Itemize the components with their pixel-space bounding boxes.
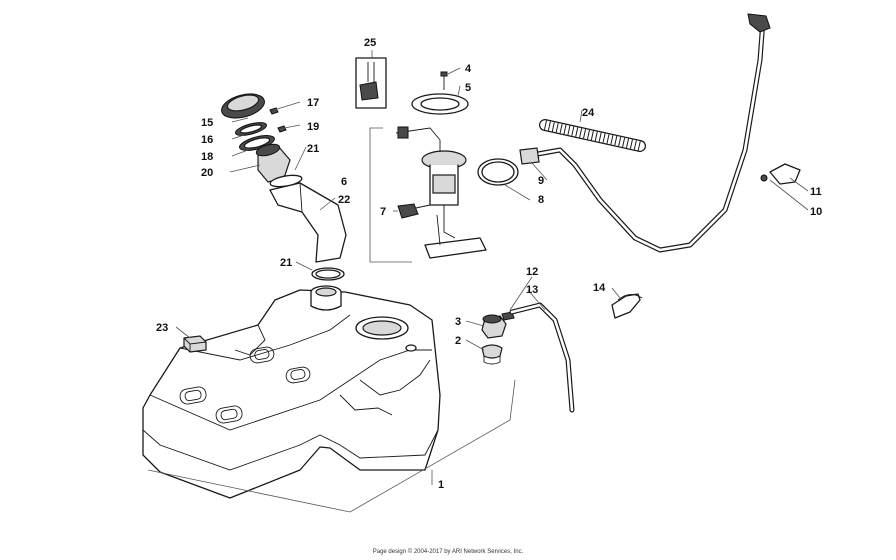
callout-6: 6: [341, 176, 347, 188]
grommet-part-23: [183, 335, 207, 353]
fuel-pump-assembly: [355, 57, 519, 263]
callout-10: 10: [810, 206, 822, 218]
callout-1: 1: [438, 479, 444, 491]
callout-9: 9: [538, 175, 544, 187]
callout-19: 19: [307, 121, 319, 133]
callout-3: 3: [455, 316, 461, 328]
fuel-lines: [519, 13, 801, 253]
callout-11: 11: [810, 186, 822, 198]
fuel-tank: [142, 285, 441, 499]
callout-13: 13: [526, 284, 538, 296]
callout-14: 14: [593, 282, 606, 294]
callout-23: 23: [156, 322, 168, 334]
callout-25: 25: [364, 37, 376, 49]
callout-18: 18: [201, 151, 213, 163]
callouts: 1 2 3 4 5 6 7 8 9 10 11 12 13 14 15 16 1…: [156, 37, 822, 491]
callout-2: 2: [455, 335, 461, 347]
callout-12: 12: [526, 266, 538, 278]
fuel-cap-assembly: [221, 93, 347, 281]
callout-8: 8: [538, 194, 544, 206]
callout-7: 7: [380, 206, 386, 218]
callout-5: 5: [465, 82, 471, 94]
callout-20: 20: [201, 167, 213, 179]
callout-4: 4: [465, 63, 472, 75]
callout-24: 24: [582, 107, 595, 119]
vent-assembly: [481, 293, 643, 413]
callout-16: 16: [201, 134, 213, 146]
callout-21-upper: 21: [307, 143, 319, 155]
copyright-footer: Page design © 2004-2017 by ARI Network S…: [372, 549, 524, 555]
callout-17: 17: [307, 97, 319, 109]
callout-22: 22: [338, 194, 350, 206]
callout-21-lower: 21: [280, 257, 292, 269]
callout-15: 15: [201, 117, 213, 129]
leader-lines: [175, 50, 809, 351]
